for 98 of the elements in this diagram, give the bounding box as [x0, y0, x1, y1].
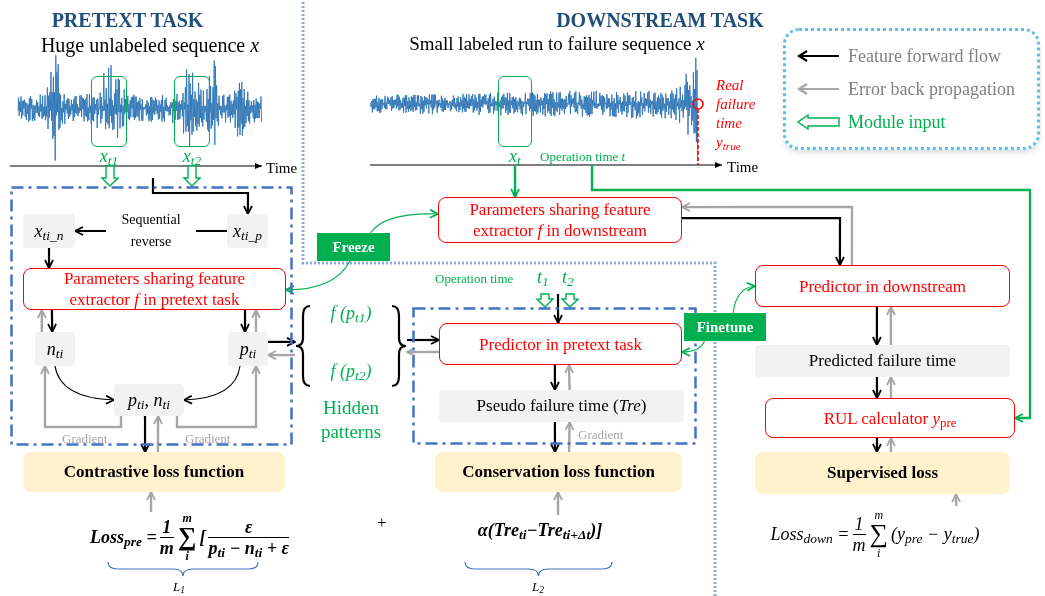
arrow	[886, 376, 896, 398]
input-arrow	[535, 293, 555, 308]
arrow	[872, 377, 882, 399]
arrow	[872, 307, 882, 346]
arrow	[681, 202, 854, 265]
fraction-denominator: m	[852, 534, 866, 555]
arrow	[590, 165, 1032, 423]
arrow	[553, 491, 563, 515]
variable-box: x$_{ti_p}$	[227, 214, 268, 248]
arrow	[550, 422, 560, 453]
arrow	[550, 365, 560, 391]
sum-upper-limit: m	[874, 509, 884, 521]
arrow	[153, 415, 163, 452]
curved-arrow	[285, 260, 351, 295]
gradient-label: Gradient	[185, 430, 232, 448]
plus-sign: +	[377, 512, 388, 534]
legend-text: Error back propagation	[848, 77, 1015, 101]
arrow	[151, 178, 253, 215]
arrow	[682, 216, 845, 266]
formula-term: Loss$_{down}$ =	[769, 522, 851, 548]
input-arrow	[100, 165, 120, 187]
arrow	[36, 309, 47, 332]
time-label: t$_{2}$	[562, 266, 574, 291]
brace-label: L$_{2}$	[532, 578, 546, 596]
arrow	[44, 248, 54, 269]
fraction-numerator: 1	[162, 516, 172, 537]
legend-text: Module input	[848, 110, 946, 134]
arrow	[886, 306, 896, 345]
axis-label: Time	[266, 159, 299, 178]
variable-box: p$_{ti}$, n$_{ti}$	[114, 384, 184, 416]
operation-time-label: Operation time t	[540, 148, 662, 165]
variable-box: n$_{ti}$	[35, 332, 75, 366]
tag-label: Finetune	[684, 313, 766, 341]
curved-arrow	[369, 208, 439, 234]
gradient-label: Gradient	[578, 426, 625, 444]
sequence-caption: Small labeled run to failure sequence x	[408, 32, 706, 56]
arrow	[872, 438, 882, 453]
arrow	[564, 364, 575, 391]
failure-time-label: Real failure time y$_{true}$	[716, 76, 757, 152]
axis-label: Time	[727, 158, 760, 177]
module-box: Predictor in downstream	[755, 265, 1010, 307]
gradient-label: Gradient	[62, 430, 109, 448]
arrow	[240, 310, 250, 333]
window-label: x$_{t}$	[508, 146, 522, 166]
arrow	[267, 350, 295, 360]
caption-text: Hidden patterns	[319, 396, 383, 444]
arrow	[40, 365, 123, 429]
arrow	[175, 365, 261, 429]
formula-term: Loss$_{pre}$ =	[89, 525, 158, 551]
formula-term: α(Tre$_{ti}$−Tre$_{ti+Δt}$)]	[476, 518, 604, 544]
curved-arrow	[732, 282, 756, 314]
formula-term: (y$_{pre}$ − y$_{true}$)	[890, 522, 981, 548]
arrow	[886, 437, 896, 452]
fraction-denominator: m	[159, 537, 174, 558]
loss-box: Supervised loss	[755, 452, 1010, 494]
sequence-caption: Huge unlabeled sequence x	[39, 33, 261, 59]
arrow	[510, 166, 520, 198]
fraction-numerator: 1	[854, 513, 864, 534]
curved-arrow	[54, 365, 115, 405]
arrow	[140, 416, 150, 453]
arrow	[251, 309, 261, 332]
sum-upper-limit: m	[182, 512, 192, 524]
input-arrow	[560, 293, 580, 308]
pattern-label: f (p$_{t1}$)	[329, 302, 373, 327]
module-box: Predictor in pretext task	[439, 323, 682, 365]
sum-lower-limit: i	[877, 547, 881, 559]
arrow	[951, 493, 961, 507]
operation-time-label: Operation time	[435, 270, 514, 288]
section-title: DOWNSTREAM TASK	[555, 8, 765, 33]
arrow	[47, 310, 57, 333]
variable-box: p$_{ti}$	[228, 332, 268, 366]
input-arrow	[182, 165, 202, 187]
arrow	[407, 335, 440, 345]
brace-label: L$_{1}$	[173, 578, 187, 596]
loss-box: Conservation loss function	[435, 452, 682, 492]
tag-label: Freeze	[317, 233, 390, 261]
formula-term: [	[198, 525, 207, 549]
arrow	[406, 347, 439, 357]
arrow	[268, 337, 296, 347]
module-box: RUL calculator y$_{pre}$	[765, 398, 1015, 438]
section-title: PRETEXT TASK	[50, 8, 205, 33]
variable-box: x$_{ti_n}$	[23, 214, 75, 248]
output-box: Predicted failure time	[755, 345, 1010, 377]
fraction-denominator: p$_{ti}$ − n$_{ti}$ + ε	[208, 537, 289, 558]
curved-arrow	[681, 340, 706, 357]
arrow	[564, 421, 575, 453]
module-box: Parameters sharing feature extractor f in downstream	[438, 197, 682, 243]
pattern-label: f (p$_{t2}$)	[329, 360, 373, 385]
time-label: t$_{1}$	[537, 266, 549, 291]
fraction-numerator: ε	[244, 516, 253, 537]
loss-box: Contrastive loss function	[23, 452, 285, 492]
curved-arrow	[183, 365, 241, 405]
module-box: Parameters sharing feature extractor f in pretext task	[23, 268, 286, 310]
arrow	[146, 491, 156, 512]
window-label: x$_{t2}$	[181, 146, 203, 166]
legend-text: Feature forward flow	[848, 44, 1001, 68]
window-label: x$_{t1}$	[98, 146, 120, 166]
output-box: Pseudo failure time (Tre)	[439, 390, 684, 422]
